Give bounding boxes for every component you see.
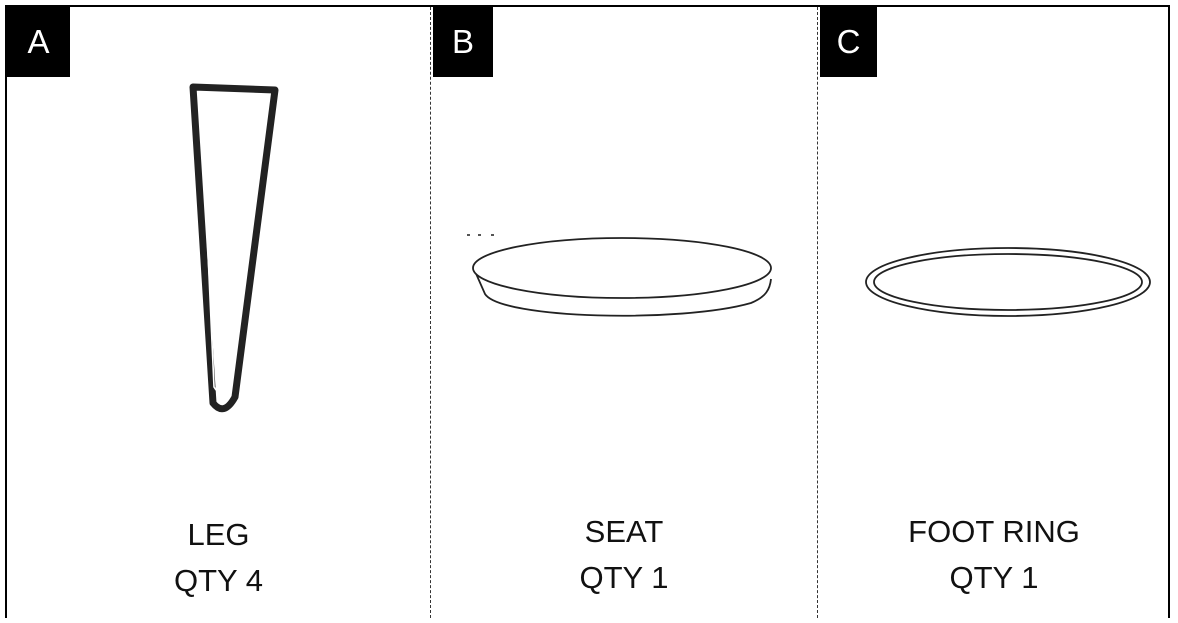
part-quantity: QTY 4 <box>173 563 264 598</box>
part-caption: FOOT RING QTY 1 <box>818 509 1170 601</box>
part-letter-badge: A <box>7 7 70 77</box>
part-caption: LEG QTY 4 <box>7 512 430 604</box>
part-name: LEG <box>187 517 250 552</box>
panel-divider <box>430 7 431 618</box>
round-seat-icon <box>467 234 772 317</box>
part-caption: SEAT QTY 1 <box>431 509 817 601</box>
part-name: FOOT RING <box>908 514 1080 549</box>
part-letter-badge: B <box>433 7 493 77</box>
part-letter-badge: C <box>820 7 877 77</box>
parts-list-sheet: A LEG QTY 4 B SEAT QTY <box>5 5 1170 618</box>
part-quantity: QTY 1 <box>949 560 1039 595</box>
part-name: SEAT <box>584 514 664 549</box>
hairpin-leg-icon <box>189 83 279 413</box>
part-quantity: QTY 1 <box>579 560 669 595</box>
part-panel-foot-ring: C FOOT RING QTY 1 <box>818 7 1170 618</box>
part-panel-leg: A LEG QTY 4 <box>7 7 430 618</box>
panel-divider <box>817 7 818 618</box>
part-panel-seat: B SEAT QTY 1 <box>431 7 817 618</box>
foot-ring-icon <box>865 247 1151 317</box>
